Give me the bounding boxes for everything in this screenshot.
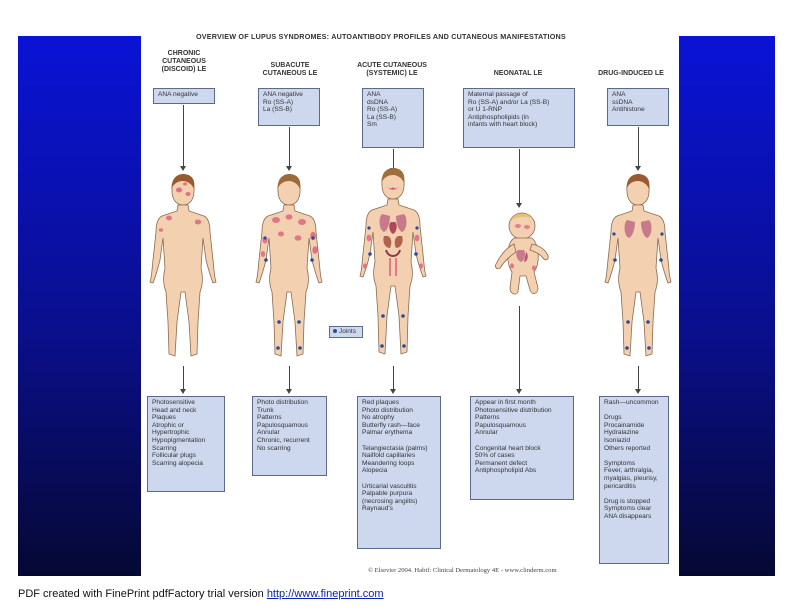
- fineprint-link[interactable]: http://www.fineprint.com: [267, 588, 384, 600]
- copyright-credit: © Elsevier 2004. Habif: Clinical Dermato…: [368, 567, 557, 574]
- arrow-bottom-drug: [638, 366, 639, 390]
- antibody-box-acute: ANA dsDNA Ro (SS-A) La (SS-B) Sm: [362, 88, 424, 148]
- antibody-box-neonatal: Maternal passage of Ro (SS-A) and/or La …: [463, 88, 575, 148]
- heading-subacute-cutaneous: SUBACUTE CUTANEOUS LE: [245, 62, 335, 78]
- arrow-top-chronic: [183, 105, 184, 167]
- arrow-top-drug: [638, 127, 639, 167]
- pdf-footer: PDF created with FinePrint pdfFactory tr…: [18, 588, 384, 600]
- heading-neonatal: NEONATAL LE: [473, 70, 563, 78]
- joints-legend: Joints: [329, 326, 363, 338]
- antibody-box-drug: ANA ssDNA Antihistone: [607, 88, 669, 126]
- manifestation-box-drug: Rash—uncommon Drugs Procainamide Hydrala…: [599, 396, 669, 564]
- arrow-top-neonatal: [519, 149, 520, 204]
- chronic-cutaneous-figure: [140, 172, 226, 364]
- right-blue-band: [679, 36, 775, 576]
- manifestation-box-subacute: Photo distribution Trunk Patterns Papulo…: [252, 396, 327, 476]
- heading-acute-cutaneous: ACUTE CUTANEOUS (SYSTEMIC) LE: [347, 62, 437, 78]
- arrow-bottom-subacute: [289, 366, 290, 390]
- drug-induced-figure: [595, 172, 681, 364]
- manifestation-box-acute: Red plaques Photo distribution No atroph…: [357, 396, 441, 549]
- antibody-box-chronic: ANA negative: [153, 88, 215, 104]
- figure-title: OVERVIEW OF LUPUS SYNDROMES: AUTOANTIBOD…: [196, 32, 596, 41]
- legend-label: Joints: [339, 328, 356, 335]
- arrow-top-subacute: [289, 127, 290, 167]
- arrow-bottom-acute: [393, 366, 394, 390]
- heading-drug-induced: DRUG-INDUCED LE: [586, 70, 676, 78]
- subacute-cutaneous-figure: [246, 172, 332, 364]
- joint-dot-icon: [333, 329, 337, 333]
- neonatal-infant-figure: [488, 208, 552, 300]
- left-blue-band: [18, 36, 141, 576]
- arrow-bottom-neonatal: [519, 306, 520, 390]
- footer-text: PDF created with FinePrint pdfFactory tr…: [18, 588, 267, 600]
- arrow-bottom-chronic: [183, 366, 184, 390]
- antibody-box-subacute: ANA negative Ro (SS-A) La (SS-B): [258, 88, 320, 126]
- manifestation-box-neonatal: Appear in first month Photosensitive dis…: [470, 396, 574, 500]
- manifestation-box-chronic: Photosensitive Head and neck Plaques Atr…: [147, 396, 225, 492]
- heading-chronic-cutaneous: CHRONIC CUTANEOUS (DISCOID) LE: [139, 50, 229, 74]
